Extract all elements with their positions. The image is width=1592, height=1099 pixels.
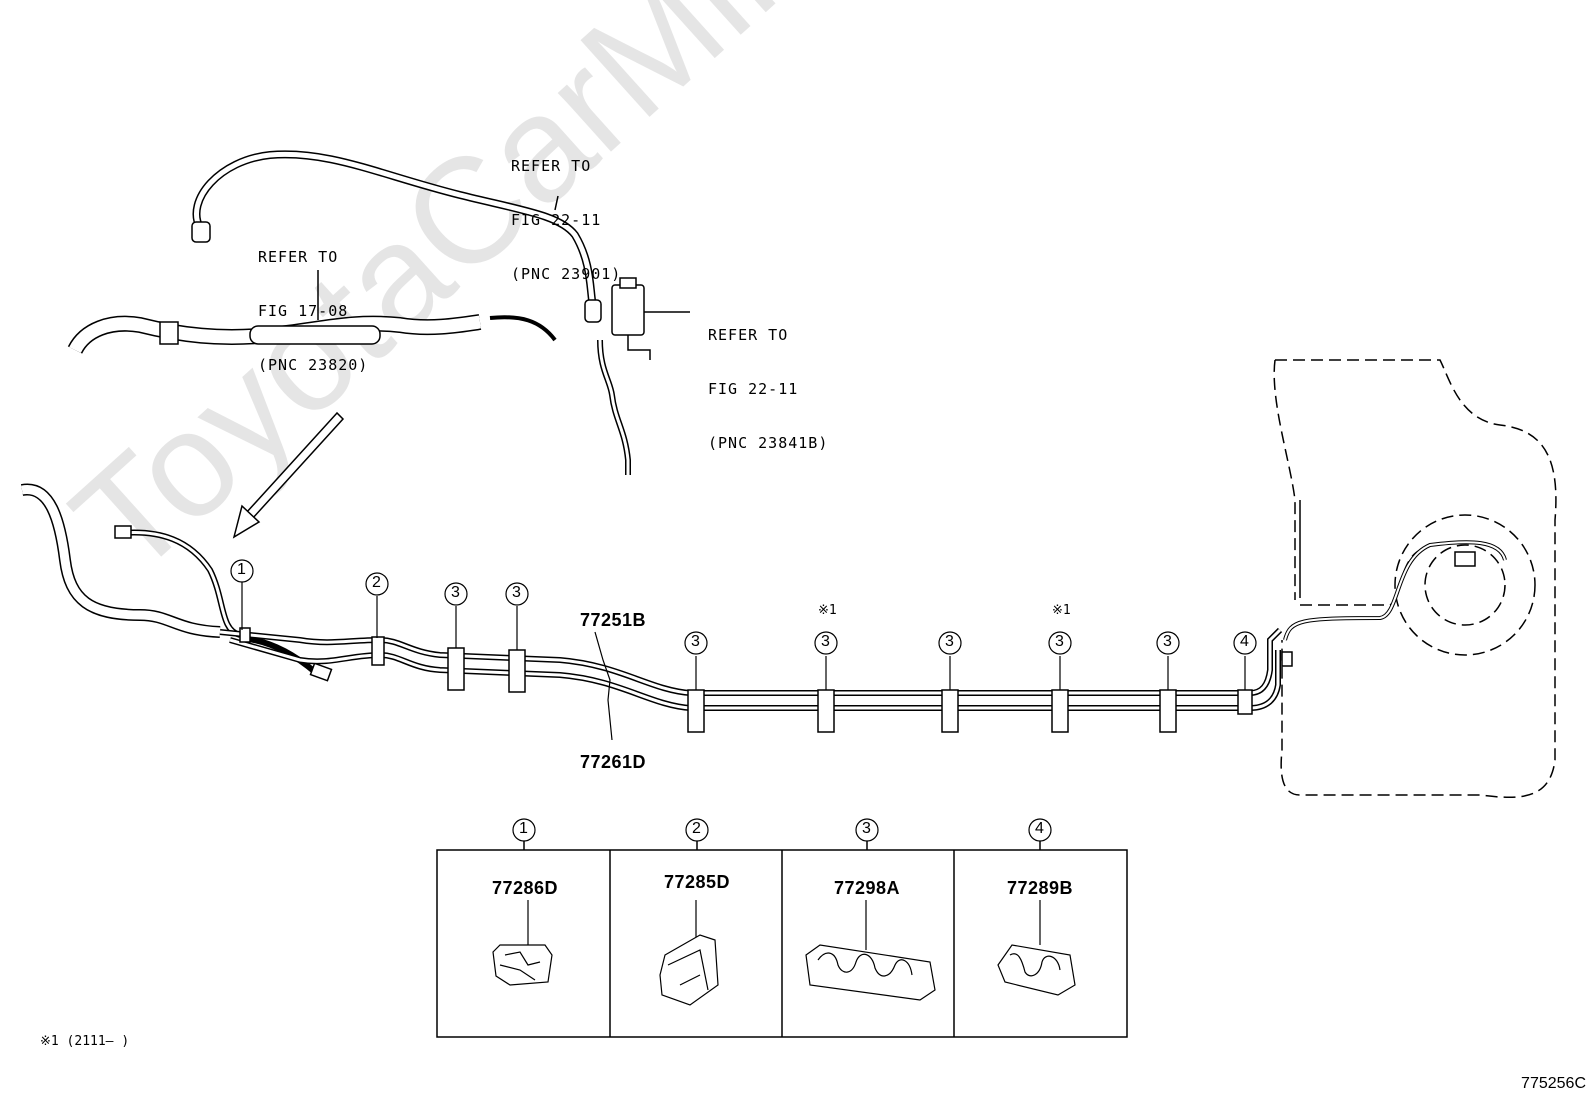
ref-line: (PNC 23901) bbox=[511, 265, 622, 283]
clamp-3-d bbox=[817, 689, 835, 733]
ref-line: (PNC 23841B) bbox=[708, 434, 829, 452]
clamp-markers bbox=[239, 627, 1253, 733]
legend-part-77286d: 77286D bbox=[492, 878, 559, 898]
vapor-hose-23901 bbox=[191, 150, 602, 323]
sender-tubes bbox=[1281, 500, 1507, 667]
callout-4: 4 bbox=[1240, 633, 1249, 650]
ref-line: FIG 22-11 bbox=[708, 380, 799, 398]
view-arrow bbox=[232, 411, 345, 539]
callout-leaders bbox=[241, 582, 1246, 741]
callout-3: 3 bbox=[512, 584, 521, 601]
legend-table bbox=[436, 841, 1128, 1038]
callout-3: 3 bbox=[1055, 633, 1064, 650]
ref-line: REFER TO bbox=[511, 157, 592, 175]
callout-3: 3 bbox=[451, 584, 460, 601]
callout-3: 3 bbox=[691, 633, 700, 650]
clip-77298a-sketch bbox=[805, 900, 936, 1001]
clamp-3-a bbox=[447, 647, 465, 691]
ref-line: REFER TO bbox=[708, 326, 789, 344]
fuel-tube-77251b bbox=[219, 627, 1283, 696]
part-number-77261d: 77261D bbox=[580, 752, 647, 772]
ref-line: FIG 22-11 bbox=[511, 211, 602, 229]
ref-line: FIG 17-08 bbox=[258, 302, 349, 320]
clamp-3-g bbox=[1159, 689, 1177, 733]
figure-code: 775256C bbox=[1521, 1075, 1586, 1092]
clamp-3-f bbox=[1051, 689, 1069, 733]
ref-label-23901: REFER TO FIG 22-11 (PNC 23901) bbox=[511, 121, 621, 301]
legend-part-77298a: 77298A bbox=[834, 878, 901, 898]
star-note-marker: ※1 bbox=[1052, 603, 1071, 618]
fuel-tube-77261d bbox=[229, 637, 1281, 711]
fuel-tank-outline bbox=[1273, 359, 1557, 799]
clamp-3-e bbox=[941, 689, 959, 733]
legend-part-77289b: 77289B bbox=[1007, 878, 1074, 898]
callout-3: 3 bbox=[945, 633, 954, 650]
callout-circles bbox=[230, 559, 1257, 842]
star-note-marker: ※1 bbox=[818, 603, 837, 618]
callout-1: 1 bbox=[237, 561, 246, 578]
callout-2: 2 bbox=[372, 574, 381, 591]
clamp-2 bbox=[371, 636, 385, 666]
callout-3: 3 bbox=[821, 633, 830, 650]
ref-label-23841b: REFER TO FIG 22-11 (PNC 23841B) bbox=[708, 290, 828, 470]
legend-part-77285d: 77285D bbox=[664, 872, 731, 892]
legend-num-2: 2 bbox=[692, 820, 701, 837]
clamp-1 bbox=[239, 627, 251, 643]
filler-hose bbox=[20, 483, 333, 682]
part-number-77251b: 77251B bbox=[580, 610, 647, 630]
legend-num-1: 1 bbox=[519, 820, 528, 837]
callout-3: 3 bbox=[1163, 633, 1172, 650]
ref-line: (PNC 23820) bbox=[258, 356, 369, 374]
legend-num-3: 3 bbox=[862, 820, 871, 837]
clip-77286d-sketch bbox=[492, 900, 553, 986]
clip-77289b-sketch bbox=[997, 900, 1076, 996]
hose-23820 bbox=[67, 270, 557, 355]
vapor-valve-23841b bbox=[597, 277, 690, 475]
clamp-4 bbox=[1237, 689, 1253, 715]
clamp-3-c bbox=[687, 689, 705, 733]
ref-label-23820: REFER TO FIG 17-08 (PNC 23820) bbox=[258, 212, 368, 392]
ref-line: REFER TO bbox=[258, 248, 339, 266]
clamp-3-b bbox=[508, 649, 526, 693]
footnote: ※1 (2111– ) bbox=[40, 1034, 130, 1049]
clip-77285d-sketch bbox=[659, 900, 719, 1006]
legend-num-4: 4 bbox=[1035, 820, 1044, 837]
